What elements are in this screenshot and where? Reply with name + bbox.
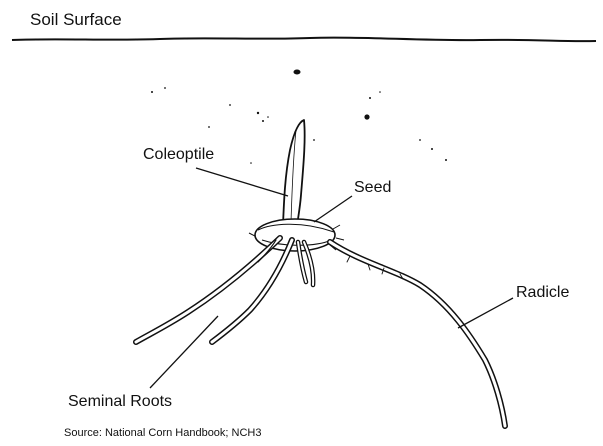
seminal-roots-label: Seminal Roots [68,394,172,410]
soil-surface-line [12,38,596,42]
coleoptile-label: Coleoptile [143,147,214,163]
soil-surface-label: Soil Surface [30,11,122,28]
source-caption: Source: National Corn Handbook; NCH3 [64,428,262,439]
radicle-label: Radicle [516,285,569,301]
coleoptile-shape [283,120,305,226]
seed-leader [314,196,352,222]
seed-label: Seed [354,180,391,196]
leader-lines [150,168,513,388]
radicle-leader [458,298,513,328]
seminal-roots [136,238,313,342]
radicle-root [330,242,505,426]
coleoptile-leader [196,168,288,196]
